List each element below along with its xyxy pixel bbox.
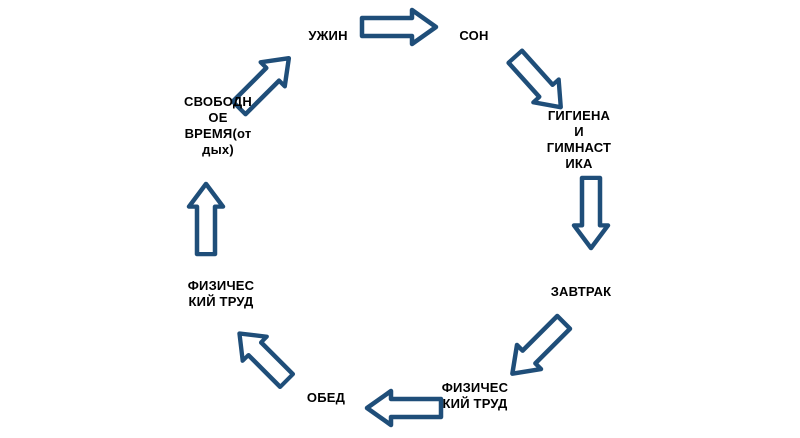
arrow-obed-to-fiz-trud up-left-arrow-icon — [227, 321, 298, 392]
node-zavtrak: ЗАВТРАК — [550, 284, 612, 299]
node-obed: ОБЕД — [306, 390, 346, 405]
arrow-zavtrak-to-fiz-trud down-left-arrow-icon — [500, 310, 575, 385]
node-fizicheskiy-trud-right: ФИЗИЧЕС КИЙ ТРУД — [441, 380, 509, 411]
node-uzhin: УЖИН — [308, 28, 348, 43]
arrow-gigiena-to-zavtrak down-arrow-icon — [574, 178, 608, 248]
arrow-layer — [189, 10, 608, 425]
arrow-fiz-trud-to-obed left-arrow-icon — [367, 391, 441, 425]
arrow-fiz-trud-to-svobodnoe up-arrow-icon — [189, 184, 223, 254]
node-gigiena-i-gimnastika: ГИГИЕНА И ГИМНАСТ ИКА — [546, 108, 612, 171]
node-son: СОН — [459, 28, 489, 43]
node-fizicheskiy-trud-left: ФИЗИЧЕС КИЙ ТРУД — [187, 278, 255, 309]
arrow-uzhin-to-son right-arrow-icon — [362, 10, 436, 44]
node-svobodnoe-vremya: СВОБОДН ОЕ ВРЕМЯ(от дых) — [184, 94, 252, 157]
